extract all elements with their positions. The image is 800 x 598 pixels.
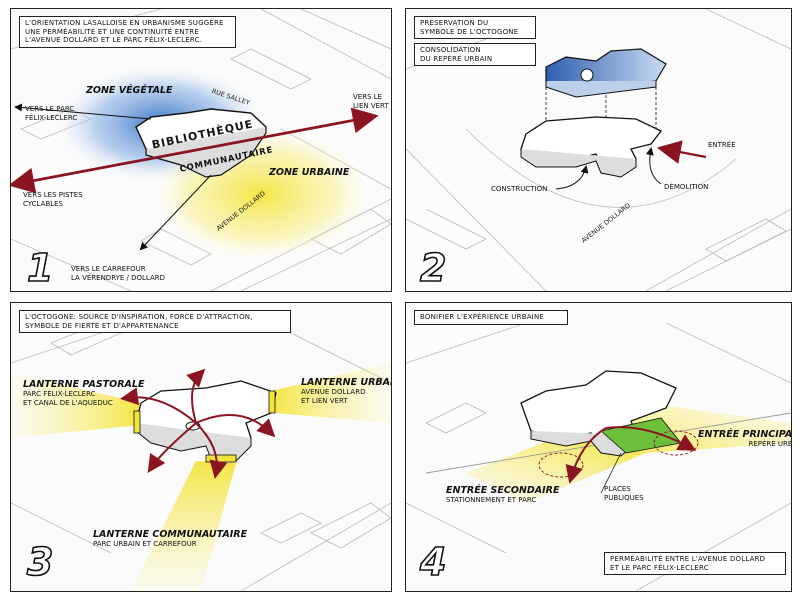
lanterne-communautaire: Lanterne communautaire Parc urbain et ca…: [93, 529, 247, 549]
entree-secondaire-sub: Stationnement et parc: [446, 496, 537, 504]
panel-number-4: 4: [419, 540, 447, 584]
panel-4: Bonifier l'expérience urbaine Entrée pri…: [405, 302, 792, 592]
panel-2: Préservation du symbole de l'octogone Co…: [405, 8, 792, 292]
entree-principale: Entrée principale Repère urbain: [698, 429, 792, 449]
demolition-label: Démolition: [664, 183, 709, 191]
lanterne-urbaine-sub: Avenue Dollard et lien vert: [301, 388, 366, 405]
lanterne-communautaire-title: Lanterne communautaire: [93, 529, 248, 540]
construction-label: Construction: [491, 185, 548, 193]
panel-number-1: 1: [26, 246, 54, 290]
lanterne-pastorale-title: Lanterne pastorale: [23, 379, 145, 390]
vers-carrefour-label: Vers le carrefour la Vérendrye / Dollard: [71, 265, 166, 282]
vers-pistes-label: Vers les pistes cyclables: [23, 191, 83, 208]
lanterne-pastorale-sub: Parc Félix-Leclerc et canal de l'Aqueduc: [23, 390, 113, 407]
entree-secondaire-title: Entrée secondaire: [446, 485, 560, 496]
panel-2-note-2: Consolidation du repère urbain: [414, 43, 536, 66]
panel-1-drawing: [11, 9, 391, 291]
lanterne-pastorale: Lanterne pastorale Parc Félix-Leclerc et…: [23, 379, 144, 407]
panel-number-3: 3: [26, 540, 54, 584]
panel-1-note: L'orientation lasalloise en urbanisme su…: [19, 16, 236, 48]
places-publiques-label: Places publiques: [604, 485, 644, 502]
panel-3: L'octogone: source d'inspiration, force …: [10, 302, 392, 592]
entree-principale-sub: Repère urbain: [748, 440, 792, 448]
panel-3-note: L'octogone: source d'inspiration, force …: [19, 310, 291, 333]
panel-3-drawing: [11, 322, 391, 591]
panel-1: L'orientation lasalloise en urbanisme su…: [10, 8, 392, 292]
lanterne-urbaine: Lanterne urbaine Avenue Dollard et lien …: [301, 377, 391, 405]
entree-secondaire: Entrée secondaire Stationnement et parc: [446, 485, 559, 505]
entree-principale-title: Entrée principale: [698, 429, 792, 440]
zone-vegetale-label: Zone végétale: [86, 85, 173, 96]
panel-2-note-1: Préservation du symbole de l'octogone: [414, 16, 536, 39]
panel-4-note: Bonifier l'expérience urbaine: [414, 310, 568, 325]
panel-2-drawing: [406, 9, 791, 291]
lanterne-urbaine-title: Lanterne urbaine: [301, 377, 391, 388]
lanterne-communautaire-sub: Parc urbain et carrefour: [93, 540, 197, 548]
vers-lien-vert-label: Vers le lien vert: [353, 93, 389, 110]
zone-urbaine-label: Zone urbaine: [269, 167, 350, 178]
entree-label: Entrée: [708, 141, 736, 149]
vers-parc-label: Vers le parc Félix-Leclerc: [25, 105, 78, 122]
panel-number-2: 2: [419, 246, 447, 290]
panel-4-note-bottom: Perméabilité entre l'avenue Dollard et l…: [604, 552, 786, 575]
panel-4-drawing: [406, 322, 791, 591]
